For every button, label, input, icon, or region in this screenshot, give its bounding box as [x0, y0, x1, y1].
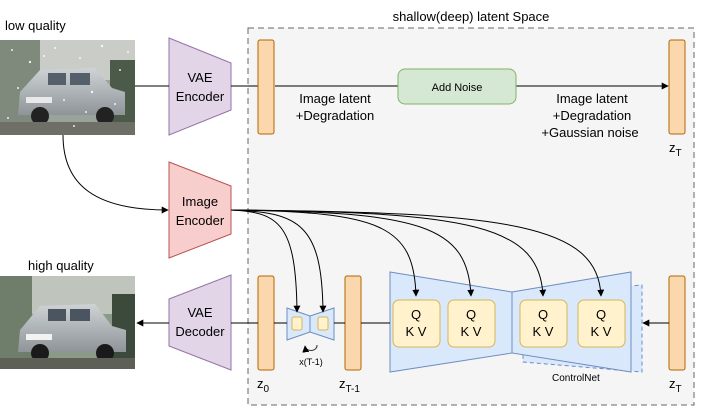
attention-kv-1: K V — [406, 324, 427, 339]
image-latent-line1: Image latent — [299, 91, 371, 106]
latent-space-title: shallow(deep) latent Space — [393, 9, 550, 24]
attention-block-2: Q K V — [447, 299, 496, 348]
attention-kv-3: K V — [533, 324, 554, 339]
attention-kv-4: K V — [591, 324, 612, 339]
low-quality-image — [0, 40, 135, 135]
attention-q-1: Q — [411, 307, 421, 322]
vae-encoder-line2: Encoder — [176, 89, 225, 104]
latent-label-zT1: zT-1 — [339, 376, 360, 395]
latent-bar-image — [257, 39, 275, 135]
add-noise-block — [397, 68, 517, 105]
image-encoder-line1: Image — [182, 194, 218, 209]
loop-icon — [302, 344, 318, 353]
latent-label-zT-bottom: zT — [669, 376, 682, 395]
vae-decoder-line2: Decoder — [175, 324, 225, 339]
noisy-latent-line1: Image latent — [556, 91, 628, 106]
vae-decoder-line1: VAE — [187, 305, 212, 320]
vae-encoder-line1: VAE — [187, 70, 212, 85]
latent-label-zT-top: zT — [669, 140, 682, 159]
edge-image-to-image-encoder — [62, 134, 169, 214]
controlnet-label: ControlNet — [552, 373, 600, 384]
small-denoiser-block — [286, 307, 335, 341]
loop-label: x(T-1) — [299, 357, 323, 367]
vae-decoder-block — [168, 274, 232, 371]
attention-q-4: Q — [596, 307, 606, 322]
output-label: high quality — [28, 258, 94, 273]
attention-block-3: Q K V — [519, 299, 568, 348]
image-latent-line2: +Degradation — [296, 108, 374, 123]
add-noise-label: Add Noise — [432, 82, 483, 94]
edge-cond-to-denoiser-2 — [230, 209, 327, 313]
attention-q-3: Q — [538, 307, 548, 322]
high-quality-image — [0, 276, 135, 369]
attention-block-1: Q K V — [392, 299, 441, 348]
noisy-latent-line3: +Gaussian noise — [541, 125, 638, 140]
image-encoder-line2: Encoder — [176, 213, 225, 228]
image-encoder-block — [168, 161, 232, 259]
noisy-latent-line2: +Degradation — [553, 108, 631, 123]
input-label: low quality — [5, 18, 66, 33]
latent-label-z0: z0 — [257, 376, 270, 395]
edge-cond-to-denoiser-1 — [230, 209, 301, 313]
latent-bar-zT1 — [344, 275, 362, 371]
latent-bar-zT-top — [668, 39, 686, 135]
vae-encoder-block — [168, 37, 232, 136]
latent-bar-z0 — [257, 275, 275, 371]
attention-block-4: Q K V — [577, 299, 626, 348]
conditioning-edges — [230, 209, 605, 313]
attention-kv-2: K V — [461, 324, 482, 339]
attention-q-2: Q — [466, 307, 476, 322]
edge-cond-to-attention-4 — [230, 209, 605, 297]
latent-bar-zT-bottom — [668, 275, 686, 371]
